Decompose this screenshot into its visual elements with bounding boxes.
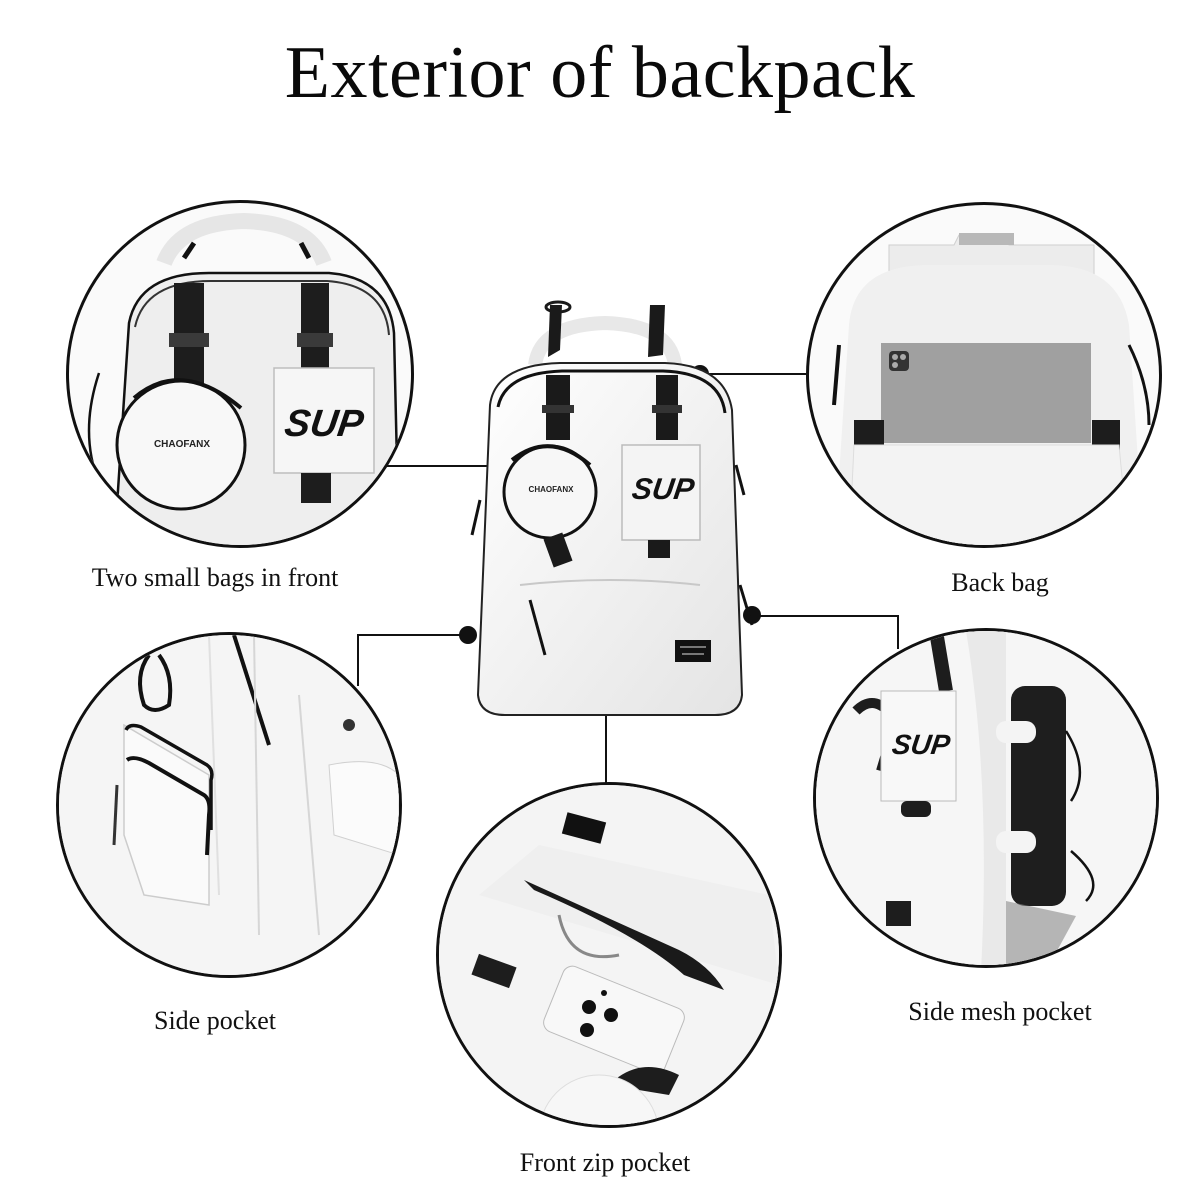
connector-line-side-pocket-v bbox=[357, 634, 359, 686]
callout-circle-back-bag bbox=[806, 202, 1162, 548]
callout-label-side-pocket: Side pocket bbox=[153, 1006, 277, 1035]
callout-label-back-bag: Back bag bbox=[951, 568, 1049, 597]
callout-label-two-small-bags: Two small bags in front bbox=[91, 563, 339, 592]
callout-circle-side-mesh-pocket: SUP bbox=[813, 628, 1159, 968]
connector-line-back-bag bbox=[700, 373, 806, 375]
connector-line-side-mesh-h bbox=[752, 615, 899, 617]
callout-label-side-mesh-pocket: Side mesh pocket bbox=[908, 997, 1092, 1026]
callout-mesh-sup-text: SUP bbox=[890, 729, 953, 760]
connector-line-two-small-bags bbox=[385, 465, 523, 467]
callout-circle-side-pocket bbox=[56, 632, 402, 978]
main-round-bag-logo: CHAOFANX bbox=[528, 485, 574, 494]
callout-round-bag-logo: CHAOFANX bbox=[153, 439, 211, 450]
callout-label-front-zip-pocket: Front zip pocket bbox=[519, 1148, 691, 1177]
page-title: Exterior of backpack bbox=[284, 32, 916, 114]
connector-line-front-zip bbox=[605, 677, 607, 799]
main-backpack-image: CHAOFANX SUP bbox=[450, 295, 765, 725]
connector-dot-side-pocket bbox=[459, 626, 477, 644]
connector-line-side-pocket-h bbox=[357, 634, 469, 636]
callout-circle-front-zip-pocket bbox=[436, 782, 782, 1128]
callout-circle-two-small-bags: CHAOFANX SUP bbox=[66, 200, 414, 548]
main-sup-patch-text: SUP bbox=[629, 473, 697, 506]
connector-line-side-mesh-v bbox=[897, 615, 899, 649]
callout-sup-patch-text: SUP bbox=[282, 403, 367, 445]
